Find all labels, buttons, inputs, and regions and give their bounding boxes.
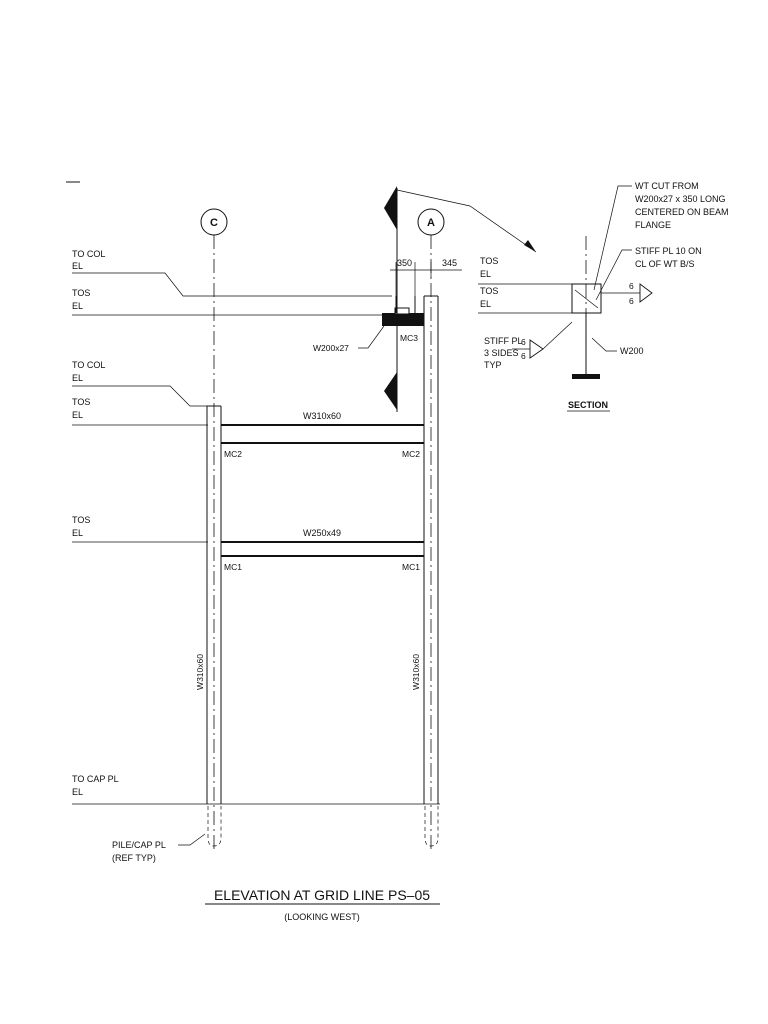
section-callout-leader bbox=[396, 189, 537, 253]
pile-left bbox=[207, 806, 222, 847]
section-note-wt-1: WT CUT FROM bbox=[635, 181, 699, 191]
section-callout-arrowhead bbox=[524, 240, 536, 252]
section-cut-arrow-bottom bbox=[384, 372, 397, 410]
section-note-wt-4: FLANGE bbox=[635, 220, 671, 230]
level-to-cap: TO CAP PL EL bbox=[72, 774, 440, 805]
weld-size: 6 bbox=[629, 281, 634, 291]
level-label: TO COL bbox=[72, 360, 105, 370]
column-right: W310x60 bbox=[411, 295, 439, 804]
level-label: EL bbox=[72, 301, 83, 311]
beam-lower: W250x49 MC1 MC1 bbox=[221, 528, 424, 572]
level-to-col-mid: TO COL EL bbox=[72, 360, 208, 407]
level-line bbox=[72, 272, 392, 297]
column-left-label: W310x60 bbox=[195, 654, 205, 690]
section-w200-label: W200 bbox=[620, 346, 644, 356]
grid-bubble-a: A bbox=[417, 208, 445, 236]
pile-note-leader bbox=[178, 833, 206, 846]
pile-left-outline bbox=[207, 806, 222, 847]
section-note-wt-3: CENTERED ON BEAM bbox=[635, 207, 729, 217]
drawing-title-text: ELEVATION AT GRID LINE PS–05 bbox=[214, 887, 430, 903]
level-label: TOS bbox=[72, 288, 90, 298]
weld-symbol-tail bbox=[529, 339, 544, 359]
level-label: TOS bbox=[72, 397, 90, 407]
level-tos-mid: TOS EL bbox=[72, 397, 208, 426]
pile-note-line2: (REF TYP) bbox=[112, 853, 156, 863]
level-label: EL bbox=[72, 410, 83, 420]
weld-symbol-tail bbox=[639, 283, 653, 303]
dimension-350: 350 bbox=[397, 258, 412, 268]
grid-bubble-c: C bbox=[200, 208, 228, 236]
w200-stub-section bbox=[382, 313, 424, 326]
connection-mc2-right: MC2 bbox=[402, 449, 420, 459]
section-tos1-label: TOS bbox=[480, 256, 498, 266]
section-stiff-pl-2: 3 SIDES bbox=[484, 348, 519, 358]
drawing-title: ELEVATION AT GRID LINE PS–05 (LOOKING WE… bbox=[205, 887, 440, 922]
section-cut-arrow-top bbox=[384, 186, 397, 230]
section-stiff-pl-1: STIFF PL bbox=[484, 336, 523, 346]
level-label: EL bbox=[72, 787, 83, 797]
level-label: TO CAP PL bbox=[72, 774, 119, 784]
section-tos1-el: EL bbox=[480, 269, 491, 279]
beam-upper: W310x60 MC2 MC2 bbox=[221, 411, 424, 459]
section-note-wt-2: W200x27 x 350 LONG bbox=[635, 194, 726, 204]
grid-bubble-a-label: A bbox=[427, 217, 435, 229]
weld-size: 6 bbox=[629, 296, 634, 306]
pile-note-line1: PILE/CAP PL bbox=[112, 840, 166, 850]
connection-mc3: MC3 bbox=[400, 333, 418, 343]
section-w200-leader bbox=[591, 337, 617, 352]
connection-mc1-right: MC1 bbox=[402, 562, 420, 572]
level-line bbox=[72, 385, 208, 407]
section-w200-flange bbox=[572, 374, 600, 379]
section-title: SECTION bbox=[568, 400, 608, 410]
pile-right bbox=[424, 806, 439, 847]
section-cut-marker bbox=[384, 186, 537, 412]
beam-upper-label: W310x60 bbox=[303, 411, 341, 421]
w200x27-label: W200x27 bbox=[313, 343, 349, 353]
w200x27-leader bbox=[358, 325, 385, 349]
pile-right-outline bbox=[424, 806, 439, 847]
level-tos-upper: TOS EL bbox=[72, 288, 392, 316]
w200-stub: MC3 W200x27 bbox=[313, 296, 424, 353]
column-left: W310x60 bbox=[195, 405, 222, 804]
section-detail: WT CUT FROM W200x27 x 350 LONG CENTERED … bbox=[478, 181, 729, 412]
weld-arrow bbox=[542, 321, 573, 350]
level-tos-low: TOS EL bbox=[72, 515, 208, 543]
weld-size: 6 bbox=[521, 351, 526, 361]
connection-mc1-left: MC1 bbox=[224, 562, 242, 572]
grid-bubble-c-label: C bbox=[210, 217, 218, 229]
level-label: EL bbox=[72, 261, 83, 271]
dimension-string: 350 345 bbox=[390, 258, 462, 296]
level-label: TOS bbox=[72, 515, 90, 525]
section-note-wt-leader bbox=[593, 185, 632, 291]
section-tos2-el: EL bbox=[480, 299, 491, 309]
level-label: EL bbox=[72, 528, 83, 538]
section-tos2-label: TOS bbox=[480, 286, 498, 296]
section-stiff-pl-3: TYP bbox=[484, 360, 502, 370]
level-to-col-top: TO COL EL bbox=[72, 249, 392, 297]
pile-note: PILE/CAP PL (REF TYP) bbox=[112, 833, 206, 863]
column-right-label: W310x60 bbox=[411, 654, 421, 690]
weld-size: 6 bbox=[521, 337, 526, 347]
drawing-subtitle: (LOOKING WEST) bbox=[284, 912, 360, 922]
level-label: TO COL bbox=[72, 249, 105, 259]
dimension-345: 345 bbox=[442, 258, 457, 268]
beam-lower-label: W250x49 bbox=[303, 528, 341, 538]
connection-mc2-left: MC2 bbox=[224, 449, 242, 459]
w200-stub-flange bbox=[394, 307, 410, 315]
section-note-stiff-leader bbox=[595, 249, 632, 301]
section-note-stiff-2: CL OF WT B/S bbox=[635, 259, 695, 269]
section-wt-hatch bbox=[574, 289, 599, 309]
section-note-stiff-1: STIFF PL 10 ON bbox=[635, 246, 702, 256]
level-label: EL bbox=[72, 373, 83, 383]
